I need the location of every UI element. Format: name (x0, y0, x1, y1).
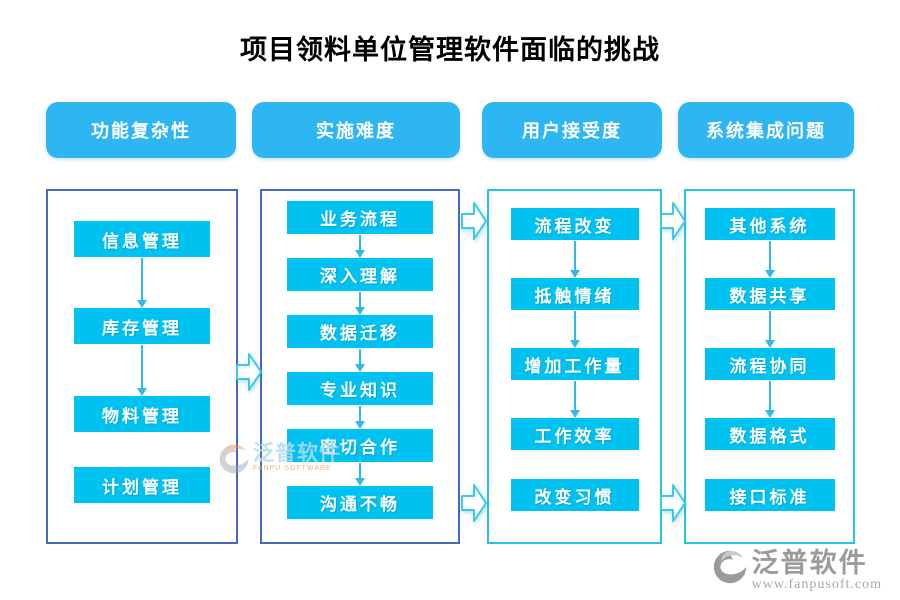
node-interface-standard: 接口标准 (704, 479, 835, 511)
down-arrow-icon (489, 240, 660, 278)
spacer (686, 450, 853, 479)
node-info-management: 信息管理 (74, 221, 210, 257)
down-arrow-icon (262, 348, 458, 372)
footer-brand: 泛普软件 www.fanpusoft.com (712, 549, 882, 592)
spacer (686, 191, 853, 208)
column-user-acceptance: 流程改变 抵触情绪 增加工作量 工作效率 改变习惯 (487, 189, 662, 544)
down-arrow-icon (686, 380, 853, 418)
node-data-format: 数据格式 (704, 418, 835, 450)
column-functional-complexity: 信息管理 库存管理 物料管理 计划管理 (46, 189, 238, 544)
spacer (262, 191, 458, 201)
brand-url: www.fanpusoft.com (751, 577, 882, 592)
down-arrow-icon (489, 310, 660, 348)
header-functional-complexity: 功能复杂性 (46, 102, 236, 158)
node-increased-workload: 增加工作量 (510, 348, 639, 380)
node-poor-communication: 沟通不畅 (287, 486, 433, 519)
node-work-efficiency: 工作效率 (510, 418, 639, 450)
down-arrow-icon (686, 240, 853, 278)
fanpu-logo-icon (713, 550, 746, 584)
node-material-management: 物料管理 (74, 396, 210, 432)
node-close-cooperation: 密切合作 (287, 429, 433, 462)
spacer (48, 432, 236, 467)
flow-arrow-right-icon (235, 351, 263, 393)
diagram-title: 项目领料单位管理软件面临的挑战 (240, 35, 660, 65)
node-process-change: 流程改变 (510, 208, 639, 240)
node-professional-knowledge: 专业知识 (287, 372, 433, 405)
node-habit-change: 改变习惯 (510, 479, 639, 511)
flow-arrow-right-icon (659, 482, 687, 524)
spacer (489, 450, 660, 479)
flow-arrow-right-icon (460, 200, 488, 242)
down-arrow-icon (686, 310, 853, 348)
node-resistance-emotion: 抵触情绪 (510, 278, 639, 310)
down-arrow-icon (48, 344, 236, 396)
node-data-migration: 数据迁移 (287, 315, 433, 348)
header-user-acceptance: 用户接受度 (482, 102, 662, 158)
header-system-integration: 系统集成问题 (678, 102, 854, 158)
spacer (489, 191, 660, 208)
node-deep-understanding: 深入理解 (287, 258, 433, 291)
node-inventory-management: 库存管理 (74, 308, 210, 344)
spacer (48, 191, 236, 221)
down-arrow-icon (262, 234, 458, 258)
down-arrow-icon (262, 291, 458, 315)
down-arrow-icon (489, 380, 660, 418)
column-implementation-difficulty: 业务流程 深入理解 数据迁移 专业知识 密切合作 沟通不畅 (260, 189, 460, 544)
node-process-collaboration: 流程协同 (704, 348, 835, 380)
down-arrow-icon (262, 405, 458, 429)
flow-arrow-right-icon (659, 200, 687, 242)
node-business-process: 业务流程 (287, 201, 433, 234)
node-plan-management: 计划管理 (74, 467, 210, 503)
down-arrow-icon (262, 462, 458, 486)
node-data-sharing: 数据共享 (704, 278, 835, 310)
column-system-integration: 其他系统 数据共享 流程协同 数据格式 接口标准 (684, 189, 855, 544)
node-other-systems: 其他系统 (704, 208, 835, 240)
flow-arrow-right-icon (460, 482, 488, 524)
brand-name: 泛普软件 (751, 548, 868, 578)
header-implementation-difficulty: 实施难度 (252, 102, 460, 158)
down-arrow-icon (48, 257, 236, 308)
